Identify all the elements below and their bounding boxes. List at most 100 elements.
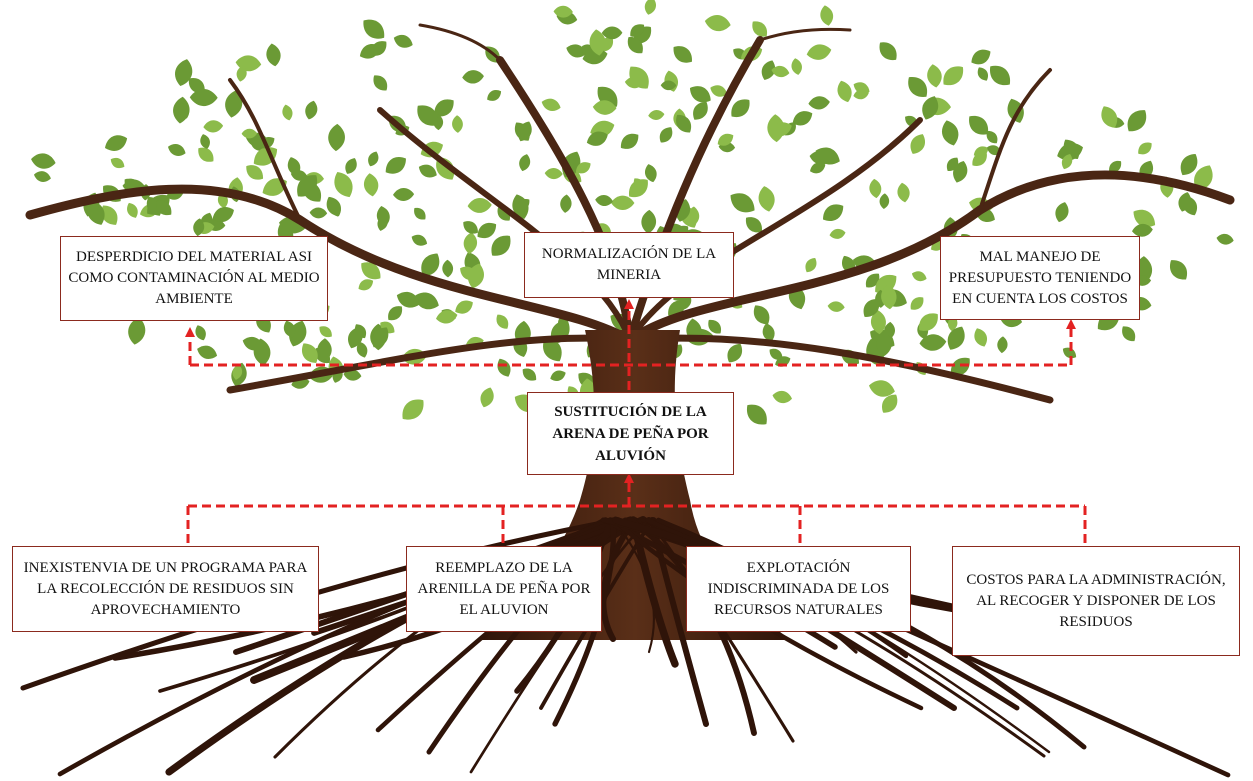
cause-box-4: COSTOS PARA LA ADMINISTRACIÓN, AL RECOGE… (952, 546, 1240, 656)
leaf-shape (396, 291, 420, 308)
leaf-shape (417, 105, 438, 126)
leaf-shape (791, 58, 802, 75)
leaf-shape (827, 301, 845, 312)
leaf-shape (863, 298, 880, 317)
leaf-shape (1180, 154, 1198, 176)
leaf-shape (253, 338, 271, 366)
leaf-shape (200, 134, 210, 149)
leaf-shape (356, 341, 368, 358)
leaf-shape (630, 24, 645, 37)
leaf-shape (392, 187, 415, 201)
branch-line (226, 334, 634, 394)
leaf-shape (1061, 154, 1073, 170)
leaf-shape (517, 199, 530, 211)
leaf-shape (363, 19, 385, 39)
leaf-shape (589, 29, 606, 56)
leaf-shape (467, 263, 484, 289)
leaf-shape (373, 75, 388, 91)
leaf-shape (941, 120, 959, 146)
leaf-shape (359, 44, 381, 59)
leaf-shape (364, 173, 379, 197)
leaf-shape (560, 194, 572, 213)
leaf-shape (225, 90, 243, 118)
effect-box-2: NORMALIZACIÓN DE LA MINERIA (524, 232, 734, 298)
leaf-shape (879, 193, 890, 209)
leaf-shape (1122, 326, 1136, 342)
leaf-shape (870, 309, 886, 335)
leaf-shape (315, 347, 331, 364)
leaf-shape (198, 147, 214, 162)
branch-line (758, 27, 852, 42)
leaf-shape (1194, 165, 1213, 191)
leaf-shape (175, 59, 193, 86)
leaf-shape (189, 88, 218, 107)
leaf-shape (575, 162, 591, 174)
leaf-shape (414, 207, 426, 220)
leaf-shape (610, 195, 635, 211)
leaf-shape (644, 0, 657, 15)
leaf-shape (1055, 202, 1069, 223)
leaf-shape (752, 21, 768, 37)
leaf-shape (193, 218, 205, 237)
leaf-shape (943, 66, 964, 86)
leaf-shape (627, 37, 643, 54)
leaf-shape (480, 387, 494, 408)
branch-line (496, 56, 634, 344)
leaf-shape (328, 123, 345, 152)
leaf-shape (463, 232, 478, 254)
leaf-shape (595, 195, 613, 206)
branch-line (978, 68, 1052, 212)
leaf-shape (283, 320, 296, 338)
leaf-shape (731, 99, 750, 118)
leaf-shape (689, 86, 711, 103)
leaf-shape (745, 217, 762, 233)
leaf-shape (950, 357, 970, 376)
leaf-shape (1216, 233, 1234, 245)
leaf-shape (33, 171, 51, 182)
leaf-shape (919, 334, 947, 351)
leaf-shape (301, 343, 318, 363)
branch-line (377, 107, 633, 343)
leaf-shape (541, 98, 561, 112)
effect-text-3: MAL MANEJO DE PRESUPUESTO TENIENDO EN CU… (948, 248, 1132, 307)
leaf-shape (491, 235, 511, 256)
leaf-shape (1127, 110, 1147, 132)
leaf-shape (197, 345, 218, 359)
leaf-shape (986, 131, 998, 144)
leaf-shape (947, 326, 965, 350)
leaf-shape (910, 134, 926, 154)
leaf-shape (376, 205, 390, 227)
leaf-shape (897, 182, 910, 203)
leaf-shape (334, 171, 353, 198)
leaf-shape (452, 115, 463, 133)
leaf-shape (1138, 142, 1152, 155)
leaf-shape (212, 207, 234, 222)
leaf-shape (156, 200, 172, 216)
leaf-shape (762, 323, 775, 342)
leaf-shape (496, 314, 509, 329)
leaf-shape (544, 168, 563, 180)
leaf-shape (806, 44, 832, 60)
leaf-shape (330, 200, 341, 217)
leaf-shape (879, 42, 897, 61)
leaf-shape (868, 380, 895, 397)
leaf-shape (467, 198, 492, 213)
leaf-shape (805, 258, 817, 273)
leaf-shape (514, 122, 530, 141)
leaf-shape (648, 109, 665, 120)
leaf-shape (297, 175, 318, 197)
leaf-shape (761, 60, 776, 80)
leaf-shape (910, 297, 924, 310)
leaf-shape (770, 122, 792, 137)
leaf-shape (1057, 143, 1083, 161)
leaf-shape (1132, 223, 1153, 237)
branch-line (627, 117, 923, 343)
leaf-shape (477, 222, 497, 239)
leaf-shape (710, 85, 728, 97)
leaf-shape (865, 273, 880, 288)
leaf-shape (434, 99, 454, 117)
leaf-shape (974, 328, 987, 347)
leaf-shape (997, 336, 1008, 354)
cause-text-2: REEMPLAZO DE LA ARENILLA DE PEÑA POR EL … (417, 559, 591, 618)
